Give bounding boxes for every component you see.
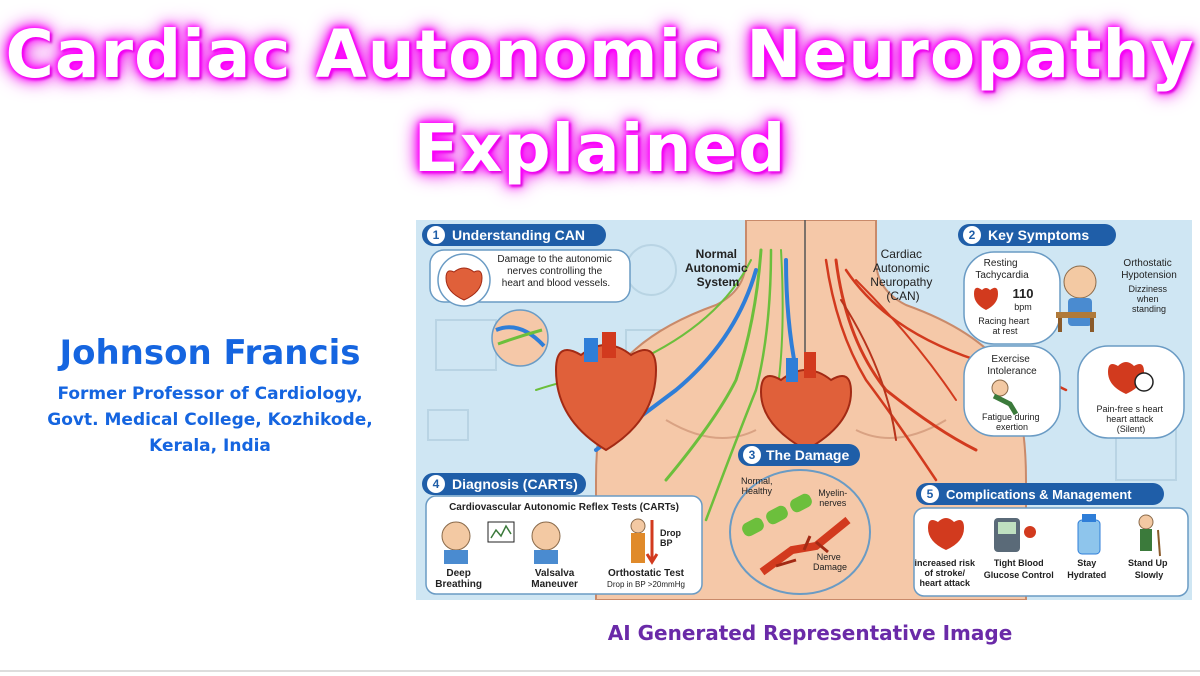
svg-text:bpm: bpm	[1014, 302, 1032, 312]
section-diagnosis-carts: 4 Diagnosis (CARTs) Cardiovascular Auton…	[422, 473, 703, 595]
page-title-line-2: Explained	[413, 110, 787, 187]
can-label-1: Cardiac	[881, 247, 922, 261]
svg-text:Deep Breathing Val: Deep Breathing Valsalva Maneuver Orthost…	[435, 568, 684, 590]
svg-text:increased risk of stroke: increased risk of stroke/ heart attack T…	[914, 558, 1170, 588]
svg-text:Cardiovascular Autonomic Refle: Cardiovascular Autonomic Reflex Tests (C…	[449, 502, 679, 513]
svg-text:Cardiac Autonomic Neur: Cardiac Autonomic Neuropathy (CAN)	[870, 247, 935, 303]
svg-text:Orthostatic Hypotension: Orthostatic Hypotension	[1121, 258, 1177, 281]
bottom-divider	[0, 670, 1200, 672]
svg-text:Resting Tachycardia: Resting Tachycardia	[975, 258, 1029, 281]
svg-text:110: 110	[1013, 286, 1034, 301]
author-affiliation-line-1: Former Professor of Cardiology,	[57, 384, 363, 404]
svg-text:Normal, Healthy My: Normal, Healthy Myelin- nerves Nerve Dam…	[741, 476, 850, 572]
damage-title: The Damage	[766, 447, 849, 463]
svg-text:Racing heart at rest: Racing heart at rest	[978, 316, 1032, 336]
page-title-line-1: Cardiac Autonomic Neuropathy	[5, 16, 1195, 93]
symptoms-title: Key Symptoms	[988, 227, 1089, 243]
svg-text:Damage to the autonomic: Damage to the autonomic nerves controlli…	[497, 254, 614, 289]
author-affiliation-line-2: Govt. Medical College, Kozhikode,	[47, 410, 373, 430]
section-understanding-can: 1 Understanding CAN Damage to the autono…	[422, 224, 631, 367]
section-complications-management: 5 Complications & Management increased r…	[913, 483, 1189, 597]
can-label-3: Neuropathy	[870, 275, 932, 289]
badge-1: 1	[433, 228, 440, 242]
svg-text:Exercise Intolerance: Exercise Intolerance	[987, 354, 1037, 377]
can-label-4: (CAN)	[886, 289, 919, 303]
svg-text:4: 4	[433, 477, 440, 491]
svg-text:Dizziness when sta: Dizziness when standing	[1128, 284, 1169, 314]
left-heart-illustration	[554, 332, 658, 452]
svg-text:Pain-free s heart heart: Pain-free s heart heart attack (Silent)	[1096, 404, 1165, 434]
svg-text:Normal Autonomic Syste: Normal Autonomic System	[685, 247, 751, 289]
svg-text:3: 3	[749, 448, 756, 462]
center-heart-illustration	[759, 352, 853, 452]
complications-title: Complications & Management	[946, 487, 1132, 502]
author-name: Johnson Francis	[59, 333, 361, 373]
normal-label-3: System	[697, 275, 740, 289]
svg-text:Drop in BP >20mmHg: Drop in BP >20mmHg	[607, 580, 685, 589]
understanding-title: Understanding CAN	[452, 227, 585, 243]
diagnosis-title: Diagnosis (CARTs)	[452, 476, 578, 492]
image-caption: AI Generated Representative Image	[607, 621, 1013, 645]
can-label-2: Autonomic	[873, 261, 930, 275]
infographic-image: Normal Autonomic System Cardiac Autonomi…	[416, 220, 1192, 600]
normal-label-2: Autonomic	[685, 261, 748, 275]
author-affiliation-line-3: Kerala, India	[149, 436, 271, 456]
svg-text:Fatigue during exertion: Fatigue during exertion	[982, 412, 1042, 432]
normal-label-1: Normal	[696, 247, 737, 261]
svg-text:2: 2	[969, 228, 976, 242]
svg-text:5: 5	[927, 487, 934, 501]
section-the-damage: 3 The Damage Normal, Healthy Myelin- ner…	[729, 444, 871, 595]
section-key-symptoms: 2 Key Symptoms Resting Tachycardia 110 b…	[958, 224, 1185, 439]
svg-text:Drop BP: Drop BP	[660, 528, 684, 548]
